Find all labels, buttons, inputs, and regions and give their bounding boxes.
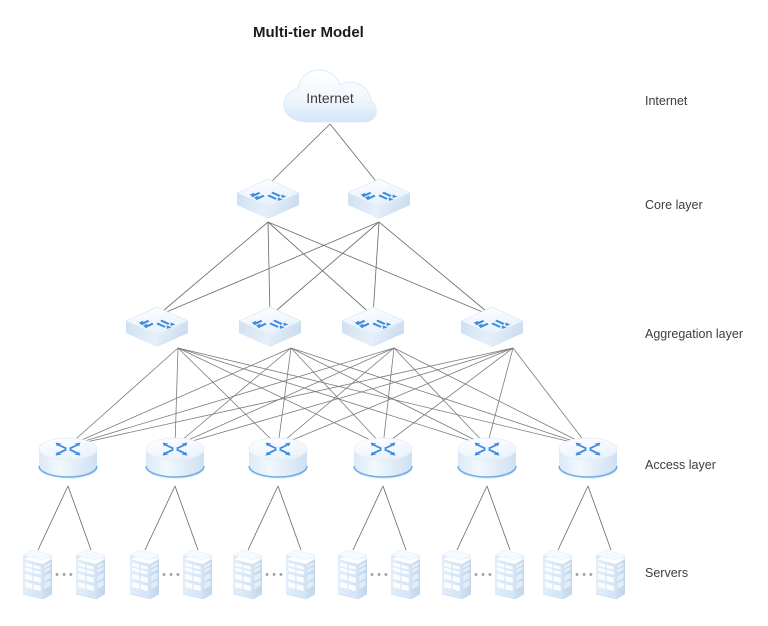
links-cloud-to-core <box>267 123 380 186</box>
aggregation-switch-4[interactable] <box>460 306 524 348</box>
server-group-6: • • • <box>542 549 626 600</box>
access-router-2[interactable] <box>145 437 205 480</box>
server-rack[interactable] <box>494 549 525 600</box>
layer-label-servers: Servers <box>645 566 688 580</box>
server-rack[interactable] <box>441 549 472 600</box>
server-group-ellipsis: • • • <box>265 569 283 581</box>
server-group-2: • • • <box>129 549 213 600</box>
layer-label-core: Core layer <box>645 198 703 212</box>
links-core-to-aggregation <box>156 221 493 317</box>
server-group-ellipsis: • • • <box>474 569 492 581</box>
core-layer-group <box>236 178 411 220</box>
server-group-3: • • • <box>232 549 316 600</box>
servers-layer-group: • • • • • • • • • • • • • • • <box>22 549 626 600</box>
layer-labels: Internet Core layer Aggregation layer Ac… <box>645 94 743 580</box>
page-title: Multi-tier Model <box>253 24 364 41</box>
aggregation-switch-1[interactable] <box>125 306 189 348</box>
server-group-ellipsis: • • • <box>575 569 593 581</box>
access-layer-group <box>38 437 618 480</box>
server-rack[interactable] <box>22 549 53 600</box>
aggregation-switch-2[interactable] <box>238 306 302 348</box>
server-group-ellipsis: • • • <box>370 569 388 581</box>
core-switch-2[interactable] <box>347 178 411 220</box>
server-rack[interactable] <box>337 549 368 600</box>
server-rack[interactable] <box>232 549 263 600</box>
layer-label-internet: Internet <box>645 94 688 108</box>
access-router-4[interactable] <box>353 437 413 480</box>
layer-label-aggregation: Aggregation layer <box>645 327 743 341</box>
links-access-to-servers <box>37 485 612 551</box>
server-rack[interactable] <box>595 549 626 600</box>
server-group-4: • • • <box>337 549 421 600</box>
server-rack[interactable] <box>285 549 316 600</box>
server-rack[interactable] <box>182 549 213 600</box>
server-group-5: • • • <box>441 549 525 600</box>
access-router-3[interactable] <box>248 437 308 480</box>
core-switch-1[interactable] <box>236 178 300 220</box>
server-rack[interactable] <box>129 549 160 600</box>
cloud-label: Internet <box>306 90 354 106</box>
server-rack[interactable] <box>542 549 573 600</box>
aggregation-layer-group <box>125 306 524 348</box>
access-router-6[interactable] <box>558 437 618 480</box>
server-rack[interactable] <box>390 549 421 600</box>
internet-cloud-node[interactable]: Internet <box>283 69 377 123</box>
server-rack[interactable] <box>75 549 106 600</box>
server-group-ellipsis: • • • <box>162 569 180 581</box>
layer-label-access: Access layer <box>645 458 716 472</box>
links-aggregation-to-access <box>67 347 589 447</box>
aggregation-switch-3[interactable] <box>341 306 405 348</box>
server-group-1: • • • <box>22 549 106 600</box>
server-group-ellipsis: • • • <box>55 569 73 581</box>
access-router-1[interactable] <box>38 437 98 480</box>
access-router-5[interactable] <box>457 437 517 480</box>
